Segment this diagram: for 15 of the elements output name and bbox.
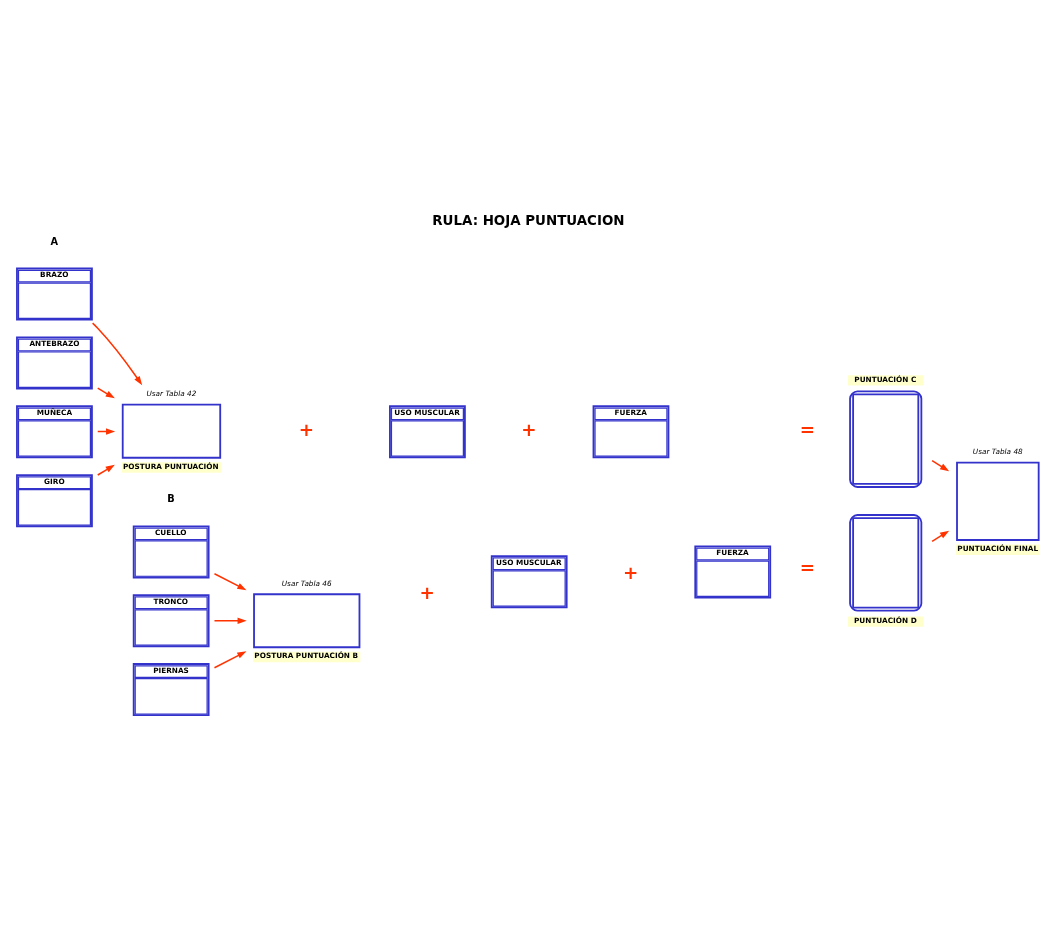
arrow: [213, 650, 247, 668]
arrow: [213, 617, 247, 624]
arrow: [931, 459, 950, 471]
label: =: [799, 556, 816, 578]
arrow: [213, 572, 247, 590]
label: +: [419, 581, 435, 603]
label: +: [298, 418, 315, 440]
label: =: [799, 418, 816, 440]
label: +: [623, 561, 639, 583]
label: A: [50, 235, 59, 247]
diagram-title: RULA: HOJA PUNTUACION: [432, 212, 625, 228]
label: +: [521, 418, 537, 440]
arrow: [96, 464, 115, 476]
arrow: [91, 321, 143, 385]
label: B: [167, 492, 175, 504]
